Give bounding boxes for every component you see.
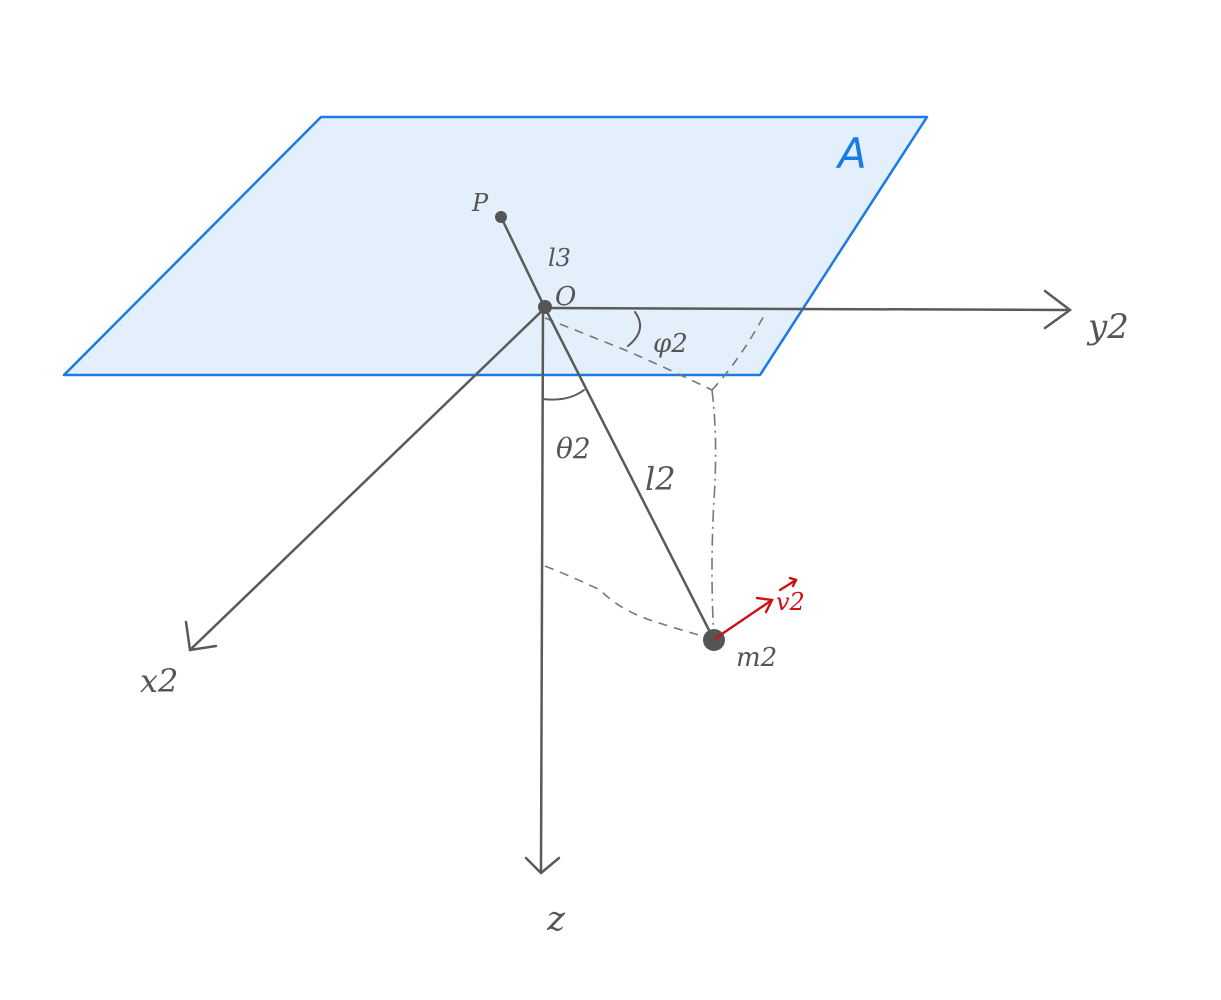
phi-angle-arc (627, 311, 642, 347)
z-axis-arrowhead (524, 856, 561, 875)
velocity-label-arrow (778, 578, 798, 592)
point-o (538, 300, 552, 314)
y-axis-label: y2 (1086, 307, 1129, 347)
mass-label: m2 (736, 643, 777, 673)
velocity-arrowhead (755, 596, 774, 614)
x-axis-label: x2 (140, 662, 178, 700)
point-p (495, 211, 507, 223)
theta-angle-arc (542, 389, 585, 401)
z-axis (524, 306, 561, 875)
plane-a (62, 115, 929, 377)
mass-m2 (703, 629, 725, 651)
plane-label: A (835, 129, 867, 178)
vertical-drop-line (711, 389, 717, 641)
y-projection-line (711, 311, 767, 391)
x-axis (184, 306, 547, 652)
y-axis-arrowhead (1043, 289, 1073, 330)
rod-l2 (543, 306, 716, 642)
projection-lines (544, 311, 767, 641)
z-projection-line (544, 565, 711, 639)
point-p-label: P (471, 189, 489, 217)
origin-label: O (555, 282, 576, 312)
velocity-label: v2 (776, 588, 805, 616)
phi-label: φ2 (653, 329, 688, 359)
y-axis (543, 289, 1073, 330)
rod-l3 (499, 215, 547, 310)
x-axis-arrowhead (184, 620, 218, 652)
l3-label: l3 (548, 244, 571, 272)
theta-label: θ2 (556, 432, 591, 465)
z-axis-label: z (546, 899, 566, 939)
velocity-vector (714, 576, 798, 640)
phi-projection-line (544, 317, 713, 391)
l2-label: l2 (645, 460, 676, 498)
